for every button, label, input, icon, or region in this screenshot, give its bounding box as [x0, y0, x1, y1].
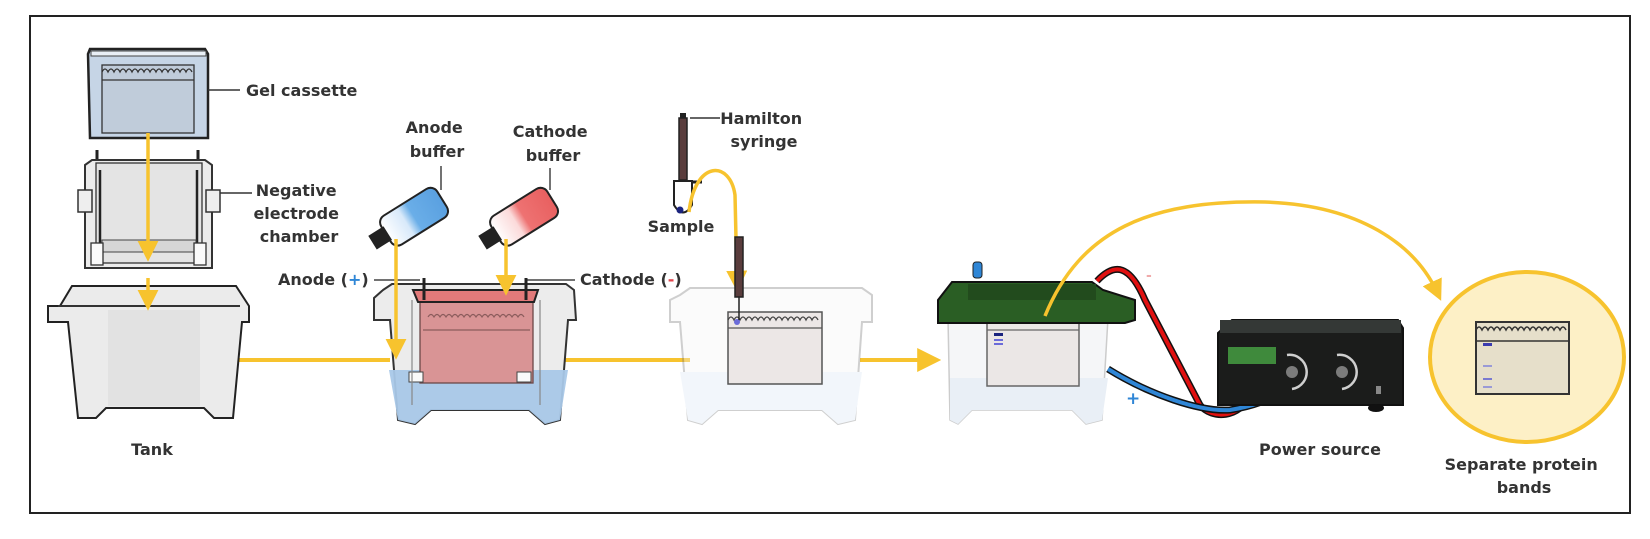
hamilton-syringe-loading [734, 236, 744, 320]
positive-sign: + [1126, 389, 1140, 409]
anode-buffer-bottle [368, 186, 450, 250]
negative-sign: - [1146, 268, 1152, 284]
buffer-pour-arrows [385, 239, 517, 360]
power-source-caption: Power source [1259, 440, 1381, 459]
gel-cassette [86, 47, 240, 140]
cathode-label: Cathode (-) [580, 270, 682, 289]
sample-label: Sample [648, 217, 715, 236]
anode-buffer-label: Anode buffer [406, 118, 469, 161]
power-display [1228, 347, 1276, 364]
gel-cassette-label: Gel cassette [246, 81, 358, 100]
filled-tank [373, 278, 578, 426]
cathode-buffer-bottle [478, 186, 560, 250]
protein-band [1483, 343, 1492, 346]
power-source [1217, 319, 1404, 412]
diagram-frame [29, 15, 1631, 514]
knob-1[interactable] [1286, 366, 1298, 378]
sample-transfer-arrow [687, 168, 748, 292]
anode-label: Anode (+) [278, 270, 369, 289]
lid [937, 261, 1136, 324]
protein-band [1483, 378, 1492, 380]
cathode-buffer-label: Cathode buffer [513, 122, 593, 165]
tank-caption: Tank [131, 440, 173, 459]
hamilton-syringe-label: Hamilton syringe [720, 109, 807, 151]
result-caption: Separate protein bands [1445, 455, 1604, 497]
protein-band [1483, 386, 1492, 388]
negative-electrode-chamber [77, 150, 252, 269]
knob-2[interactable] [1336, 366, 1348, 378]
protein-band [1483, 365, 1492, 367]
tank [47, 285, 250, 419]
result-arrow [1043, 200, 1442, 317]
running-tank [947, 312, 1109, 425]
negative-electrode-chamber-label: Negative electrode chamber [253, 181, 344, 246]
result-gel [1475, 321, 1570, 395]
loading-gel [727, 311, 823, 385]
